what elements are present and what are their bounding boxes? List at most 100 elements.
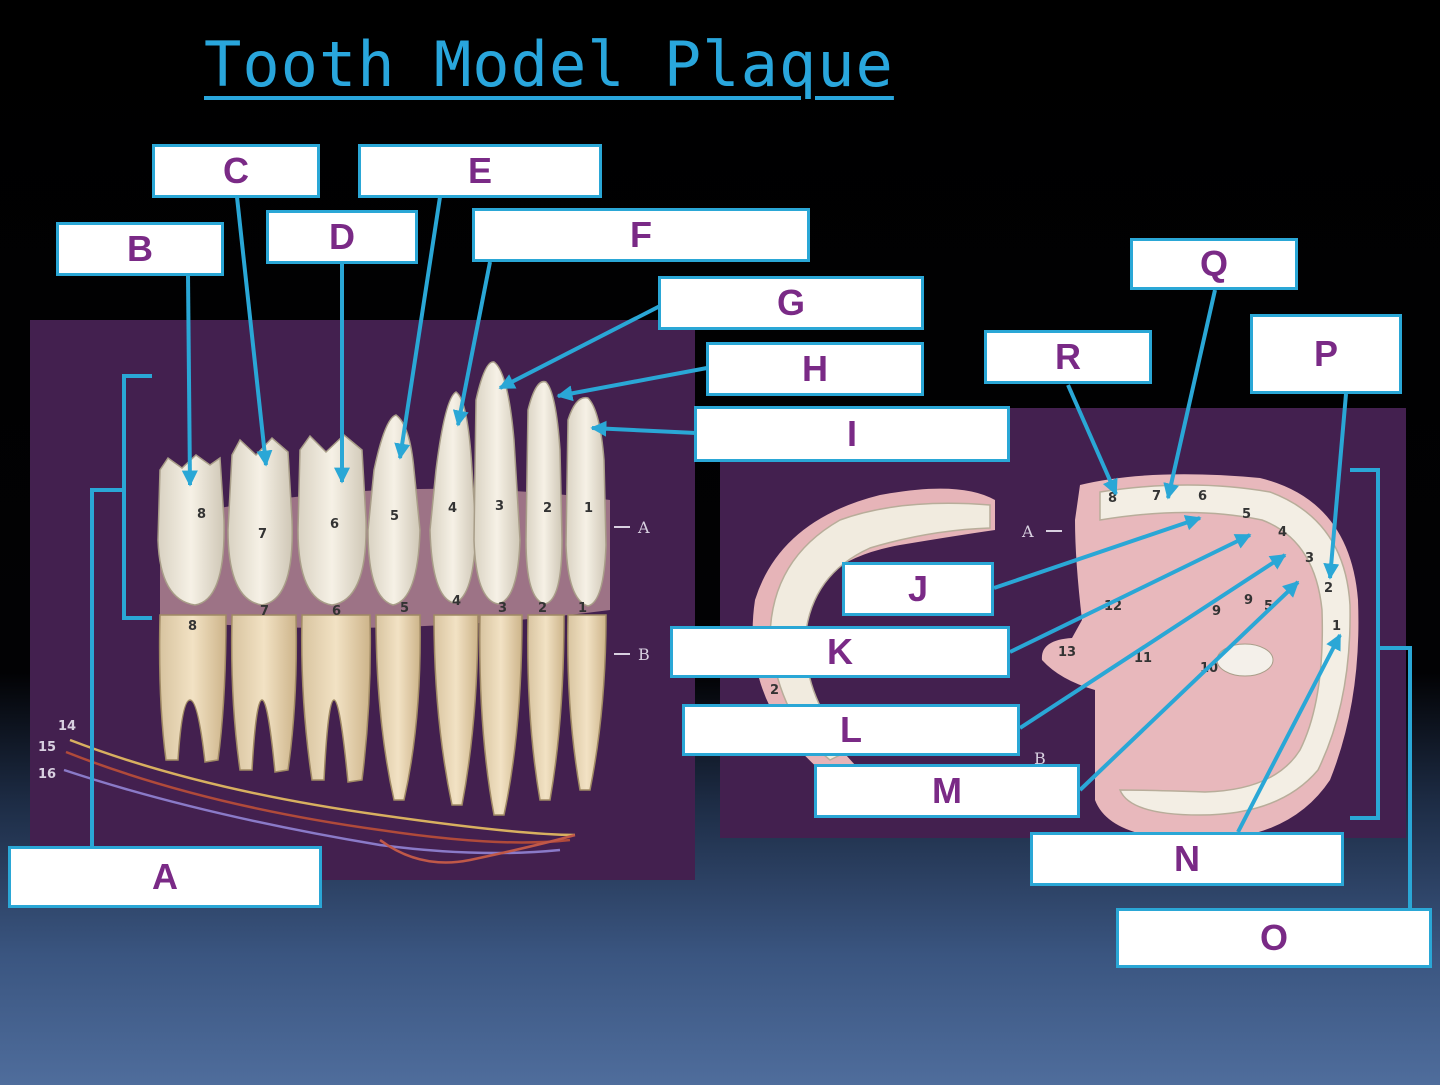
crown-1 [565, 396, 607, 607]
root-1 [567, 614, 607, 791]
label-box-i[interactable]: I [694, 406, 1010, 462]
arrow-c [235, 196, 273, 467]
root-number: 1 [578, 601, 587, 616]
right-dental-arch [1099, 484, 1351, 816]
label-box-p[interactable]: P [1250, 314, 1402, 394]
crown-5 [367, 414, 421, 606]
arrow-h [556, 366, 708, 402]
nerve-number: 15 [38, 740, 56, 755]
arrow-e [394, 196, 442, 460]
nerve-line-15 [65, 750, 571, 844]
label-box-b[interactable]: B [56, 222, 224, 276]
label-box-g[interactable]: G [658, 276, 924, 330]
root-4 [433, 614, 479, 806]
root-6 [300, 614, 372, 783]
root-3 [479, 614, 523, 816]
root-number: 6 [332, 604, 341, 619]
crown-number: 8 [197, 507, 206, 522]
label-box-e[interactable]: E [358, 144, 602, 198]
arch-number: 5 [1242, 507, 1251, 522]
arrow-f [452, 261, 492, 427]
label-box-c[interactable]: C [152, 144, 320, 198]
root-2 [527, 614, 565, 801]
arrow-r [1066, 384, 1118, 496]
arch-number: 4 [1278, 525, 1287, 540]
side-view-teeth: 8 7 6 5 4 3 2 1 8 7 6 5 4 3 2 1 14 15 16… [38, 361, 650, 864]
label-box-d[interactable]: D [266, 210, 418, 264]
crown-number: 7 [258, 527, 267, 542]
arch-number: 8 [1108, 491, 1117, 506]
label-box-l[interactable]: L [682, 704, 1020, 756]
label-box-a[interactable]: A [8, 846, 322, 908]
root-8 [158, 614, 227, 763]
arrow-b [181, 274, 198, 487]
arrow-k [1009, 533, 1252, 654]
arch-number: 1 [1332, 619, 1341, 634]
nerve-number: 14 [58, 719, 76, 734]
arrow-q [1163, 289, 1217, 500]
root-number: 3 [498, 601, 507, 616]
label-box-q[interactable]: Q [1130, 238, 1298, 290]
crown-3 [473, 361, 521, 605]
left-arch-number: 2 [770, 683, 779, 698]
bracket-a [90, 374, 152, 848]
label-box-j[interactable]: J [842, 562, 994, 616]
arch-number: 3 [1305, 551, 1314, 566]
crown-number: 2 [543, 501, 552, 516]
left-dental-arch [769, 502, 991, 761]
label-box-f[interactable]: F [472, 208, 810, 262]
crown-number: 6 [330, 517, 339, 532]
pointer-arrows [181, 196, 1348, 833]
root-5 [375, 614, 421, 801]
upper-crowns [157, 361, 607, 607]
label-box-r[interactable]: R [984, 330, 1152, 384]
nerves [63, 738, 576, 864]
root-7 [230, 614, 298, 773]
root-number: 5 [400, 601, 409, 616]
crown-4 [429, 391, 477, 604]
bracket-o [1350, 468, 1412, 908]
arrow-j [993, 515, 1202, 590]
plaque-marker-b: B [1034, 749, 1046, 768]
arch-number: 7 [1152, 489, 1161, 504]
arrow-p [1323, 393, 1348, 580]
plaque-marker-a: A [1021, 522, 1034, 541]
page-title: Tooth Model Plaque [204, 28, 894, 101]
arrow-l [1018, 553, 1287, 730]
nerve-number: 16 [38, 767, 56, 782]
palate-number: 9 [1244, 593, 1253, 608]
crown-2 [525, 380, 563, 605]
palate-number: 11 [1134, 651, 1152, 666]
nerve-line-14 [69, 738, 576, 837]
root-number: 4 [452, 594, 461, 609]
label-box-h[interactable]: H [706, 342, 924, 396]
arrow-m [1078, 580, 1300, 792]
crown-number: 1 [584, 501, 593, 516]
crown-number: 5 [390, 509, 399, 524]
arrow-i [590, 420, 697, 437]
brackets [90, 374, 1412, 908]
crown-number-labels: 8 7 6 5 4 3 2 1 [197, 499, 593, 542]
root-number: 8 [188, 619, 197, 634]
root-number: 7 [260, 604, 269, 619]
nerve-loop [379, 833, 576, 864]
palate-number: 5 [1264, 599, 1273, 614]
lower-roots [158, 614, 607, 816]
plaque-marker-a: A [637, 518, 650, 537]
arch-number: 2 [1324, 581, 1333, 596]
label-box-n[interactable]: N [1030, 832, 1344, 886]
palate-number: 9 [1212, 604, 1221, 619]
root-number: 2 [538, 601, 547, 616]
palate-number: 13 [1058, 645, 1076, 660]
label-box-m[interactable]: M [814, 764, 1080, 818]
arch-number-labels: 8 7 6 5 4 3 2 1 [1108, 489, 1341, 634]
crown-number: 4 [448, 501, 457, 516]
root-number-labels: 8 7 6 5 4 3 2 1 [188, 594, 587, 634]
crown-8 [157, 454, 225, 606]
label-box-k[interactable]: K [670, 626, 1010, 678]
crown-number: 3 [495, 499, 504, 514]
label-box-o[interactable]: O [1116, 908, 1432, 968]
arch-number: 6 [1198, 489, 1207, 504]
crown-7 [227, 436, 293, 606]
